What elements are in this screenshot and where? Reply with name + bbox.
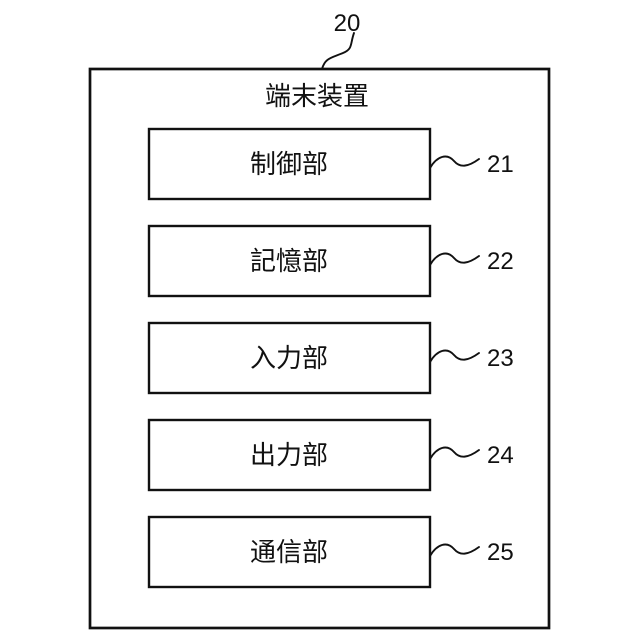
unit-communication: 通信部 25 (147, 515, 514, 589)
ref-connector-squiggle (429, 252, 480, 266)
unit-label: 出力部 (250, 440, 328, 470)
ref-number: 24 (487, 442, 514, 469)
ref-number: 21 (487, 151, 514, 178)
ref-number: 25 (487, 539, 514, 566)
unit-label: 制御部 (250, 149, 328, 179)
unit-box (147, 224, 432, 298)
unit-label: 記憶部 (250, 246, 328, 276)
unit-control: 制御部 21 (147, 127, 514, 201)
ref-number: 23 (487, 345, 514, 372)
terminal-device-title: 端末装置 (265, 81, 369, 111)
unit-box (147, 127, 432, 201)
ref-connector-squiggle (429, 543, 480, 557)
ref-connector-squiggle (429, 349, 480, 363)
ref-connector-squiggle (429, 446, 480, 460)
ref-number-outer: 20 (334, 10, 361, 37)
unit-box (147, 515, 432, 589)
unit-box (147, 321, 432, 395)
ref-connector-squiggle (429, 155, 480, 169)
ref-number: 22 (487, 248, 514, 275)
unit-output: 出力部 24 (147, 418, 514, 492)
unit-input: 入力部 23 (147, 321, 514, 395)
unit-label: 入力部 (250, 343, 328, 373)
ref-leader-line-outer (321, 32, 355, 70)
unit-box (147, 418, 432, 492)
unit-storage: 記憶部 22 (147, 224, 514, 298)
unit-label: 通信部 (250, 537, 328, 567)
